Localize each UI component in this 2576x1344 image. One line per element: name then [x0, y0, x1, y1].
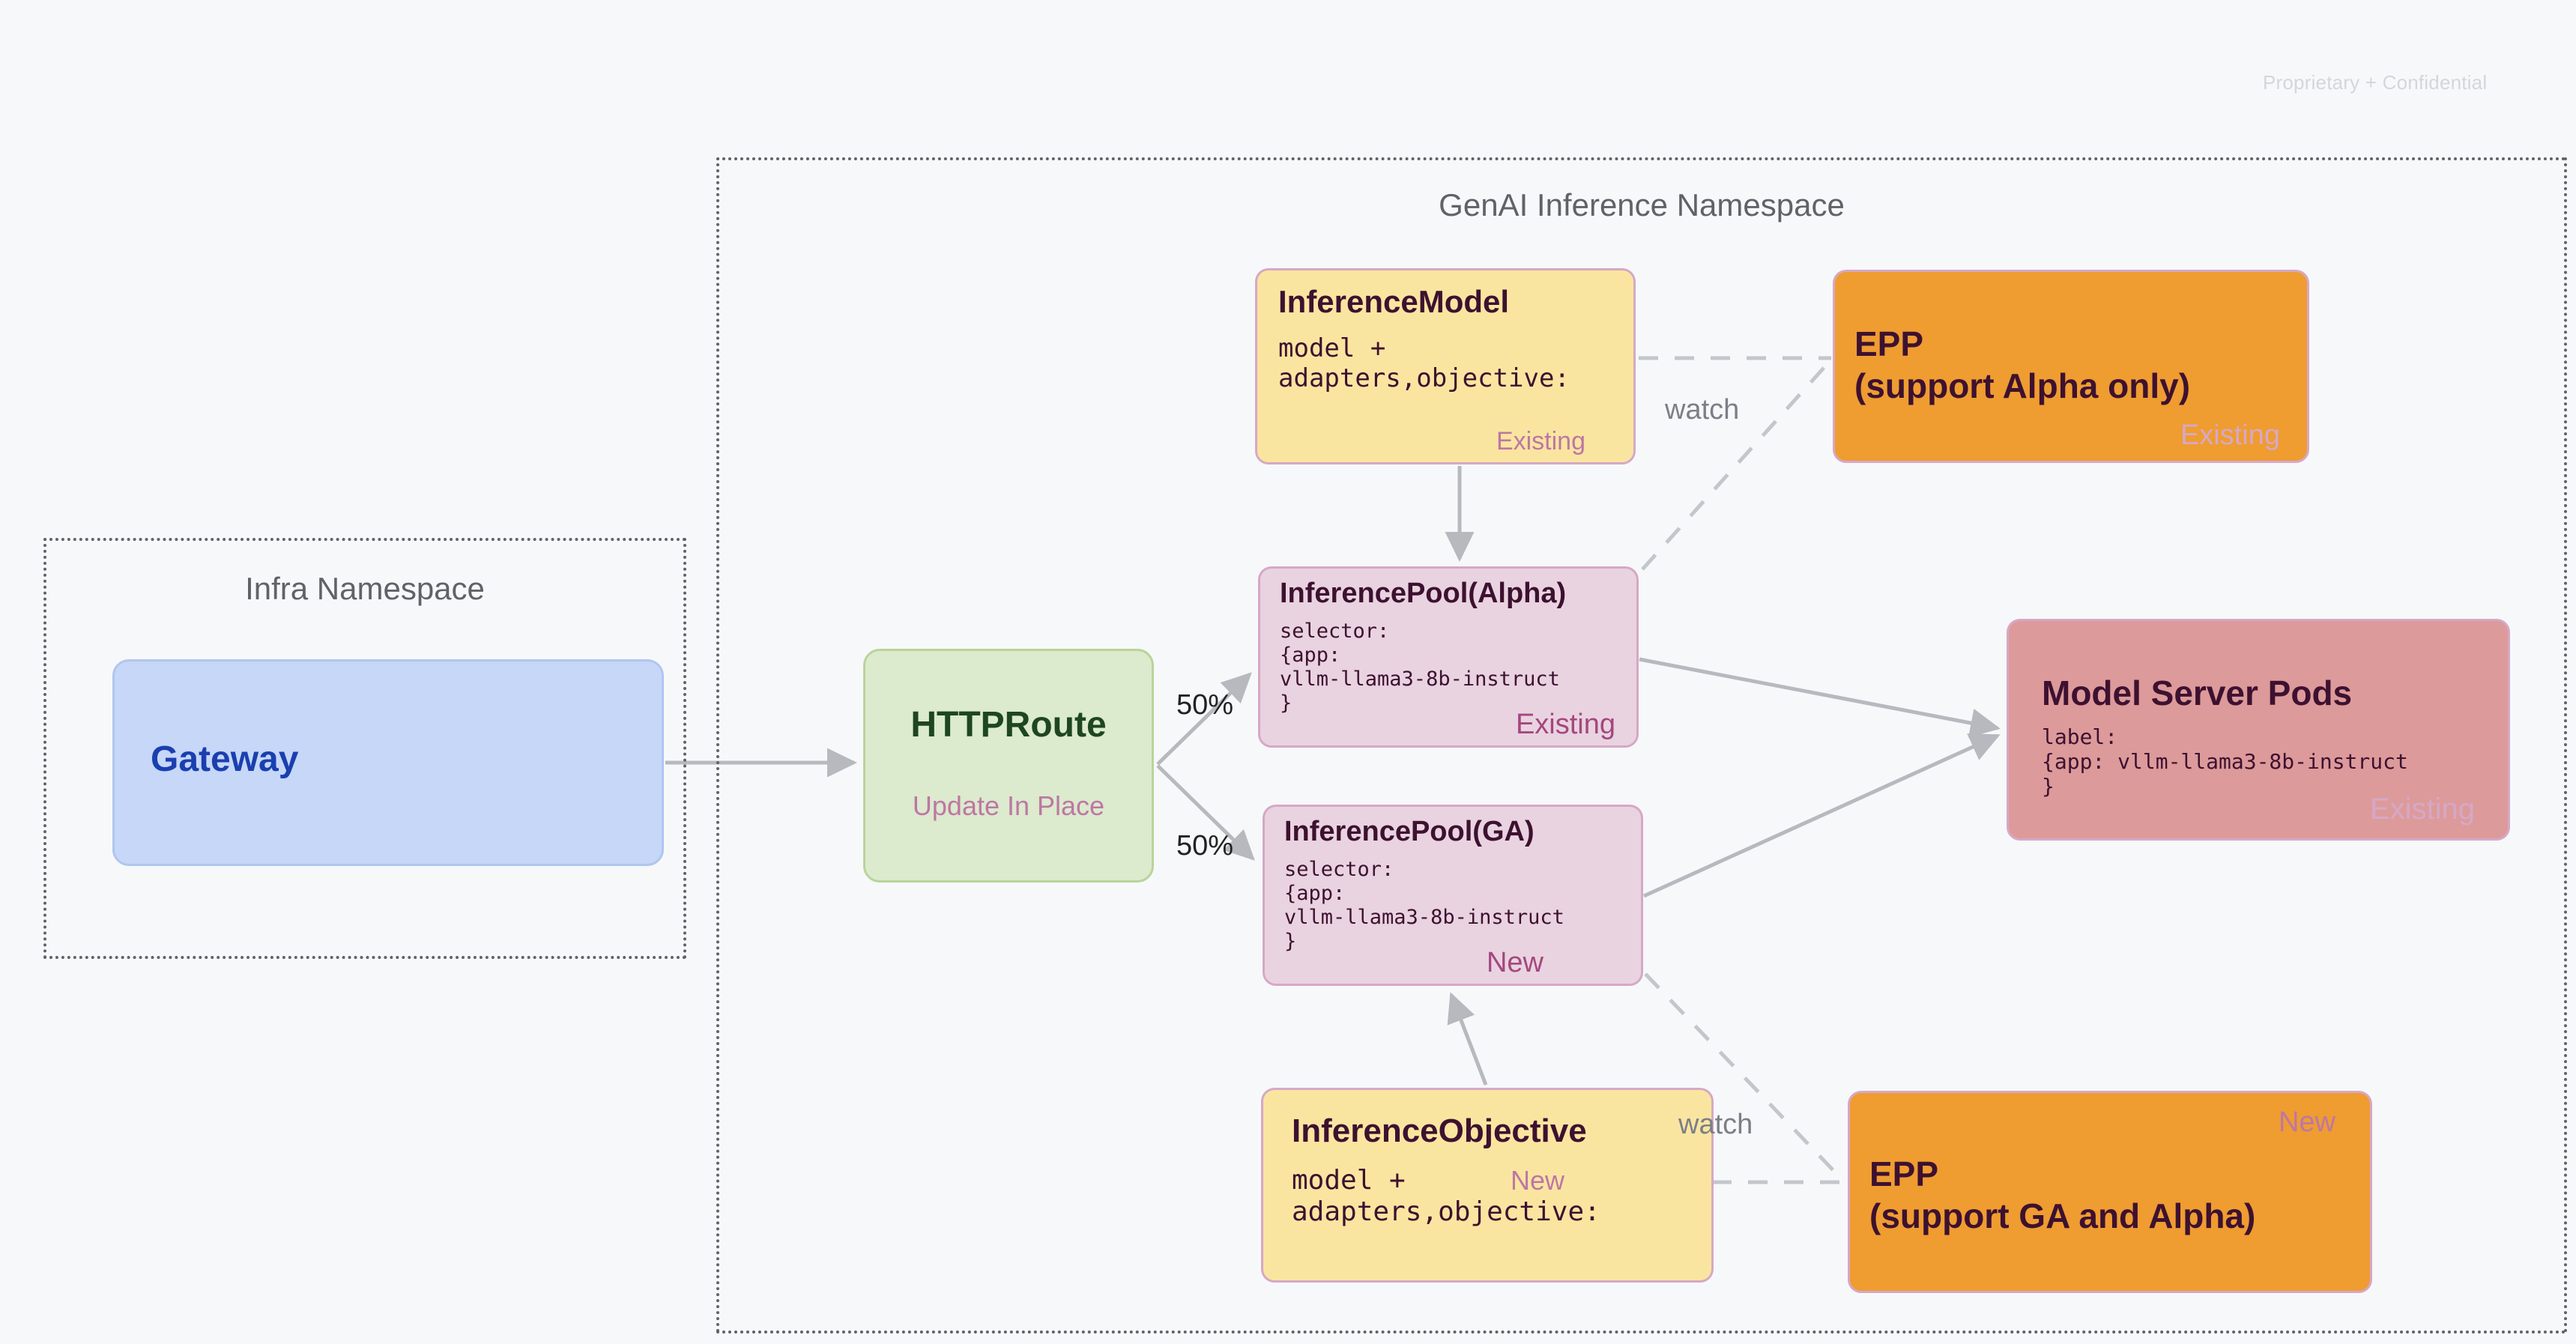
edge-httproute-pool-ga: [1156, 764, 1255, 861]
infra-namespace-container: [43, 538, 686, 959]
inference-objective-code: model + adapters,objective:: [1292, 1165, 1600, 1228]
inference-model-status-badge: Existing: [1496, 427, 1585, 455]
httproute-title: HTTPRoute: [910, 705, 1107, 745]
model-server-pods-code: label: {app: vllm-llama3-8b-instruct }: [2042, 724, 2408, 799]
epp-ga-status-badge: New: [2278, 1107, 2335, 1138]
node-inference-pool-alpha[interactable]: InferencePool(Alpha) selector: {app: vll…: [1258, 566, 1639, 748]
httproute-subtitle: Update In Place: [912, 790, 1105, 821]
gateway-title: Gateway: [151, 739, 299, 779]
model-server-pods-title: Model Server Pods: [2042, 673, 2353, 712]
epp-alpha-title: EPP (support Alpha only): [1854, 324, 2191, 406]
node-model-server-pods[interactable]: Model Server Pods label: {app: vllm-llam…: [2007, 619, 2510, 841]
inference-objective-status-badge: New: [1511, 1165, 1565, 1196]
node-httproute[interactable]: HTTPRoute Update In Place: [863, 649, 1154, 883]
edge-objective-pool-ga: [1447, 992, 1488, 1086]
inference-pool-ga-code: selector: {app: vllm-llama3-8b-instruct …: [1284, 858, 1564, 953]
edge-httproute-pool-alpha: [1156, 672, 1252, 766]
epp-ga-title: EPP (support GA and Alpha): [1869, 1154, 2256, 1236]
node-gateway[interactable]: Gateway: [112, 659, 664, 866]
edge-watch-pool-alpha-epp-alpha: [1641, 358, 1833, 571]
edge-pool-alpha-pods: [1639, 657, 2001, 738]
confidential-notice: Proprietary + Confidential: [2263, 71, 2488, 94]
edge-label-watch-top: watch: [1665, 394, 1740, 426]
edge-watch-pool-ga-epp-ga: [1644, 972, 1845, 1182]
node-inference-model[interactable]: InferenceModel model + adapters,objectiv…: [1255, 268, 1636, 464]
edge-label-split-bottom: 50%: [1176, 830, 1234, 862]
inference-pool-alpha-title: InferencePool(Alpha): [1280, 578, 1567, 609]
epp-alpha-status-badge: Existing: [2180, 420, 2280, 451]
edge-label-watch-bottom: watch: [1678, 1109, 1753, 1140]
model-server-pods-status-badge: Existing: [2369, 793, 2475, 826]
node-inference-objective[interactable]: InferenceObjective model + adapters,obje…: [1261, 1088, 1714, 1283]
inference-pool-ga-title: InferencePool(GA): [1284, 816, 1535, 847]
inference-pool-alpha-status-badge: Existing: [1515, 709, 1615, 740]
node-epp-ga[interactable]: EPP (support GA and Alpha) New: [1848, 1091, 2372, 1293]
edge-pool-ga-pods: [1642, 733, 2001, 898]
inference-model-title: InferenceModel: [1278, 284, 1510, 319]
infra-namespace-title: Infra Namespace: [245, 571, 485, 606]
node-inference-pool-ga[interactable]: InferencePool(GA) selector: {app: vllm-l…: [1263, 805, 1643, 986]
inference-model-code: model + adapters,objective:: [1278, 333, 1570, 394]
inference-pool-alpha-code: selector: {app: vllm-llama3-8b-instruct …: [1280, 620, 1560, 715]
inference-pool-ga-status-badge: New: [1486, 947, 1544, 978]
node-epp-alpha[interactable]: EPP (support Alpha only) Existing: [1833, 270, 2309, 463]
genai-inference-namespace-container: [716, 157, 2567, 1334]
edge-label-split-top: 50%: [1176, 689, 1234, 721]
genai-inference-namespace-title: GenAI Inference Namespace: [1439, 187, 1845, 223]
inference-objective-title: InferenceObjective: [1292, 1113, 1587, 1149]
